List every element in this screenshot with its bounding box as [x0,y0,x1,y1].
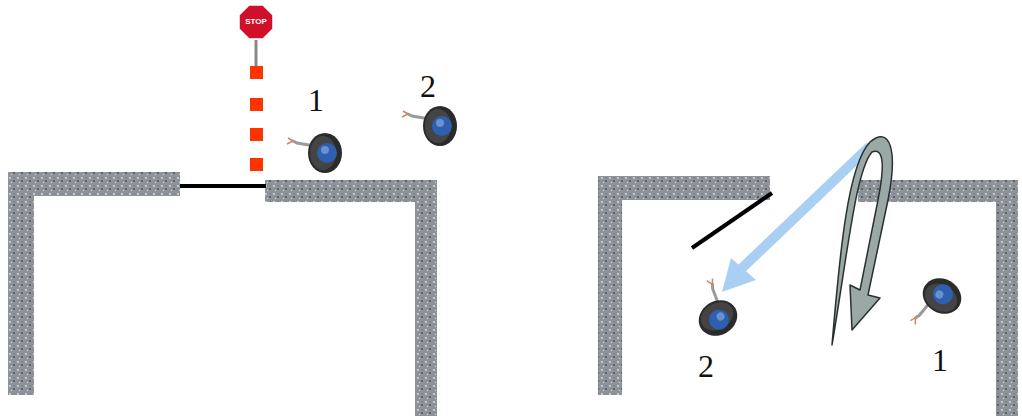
wall [598,176,622,395]
person [906,271,968,339]
wall [996,180,1018,416]
wall [8,172,34,395]
callout-number: 2 [420,70,436,102]
open-door [692,193,772,248]
barrier [250,66,263,79]
stop-sign [239,5,273,39]
closed-door [180,184,266,188]
callout-number: 1 [932,344,948,376]
wall [415,180,437,416]
sign-text: STOP [245,18,267,26]
wall [265,180,437,202]
callout-number: 1 [308,84,324,116]
person [287,133,342,173]
turn-back-arrow [832,137,892,345]
callout-number: 2 [698,350,714,382]
person [682,275,744,343]
person [402,106,457,146]
wall [598,176,770,200]
